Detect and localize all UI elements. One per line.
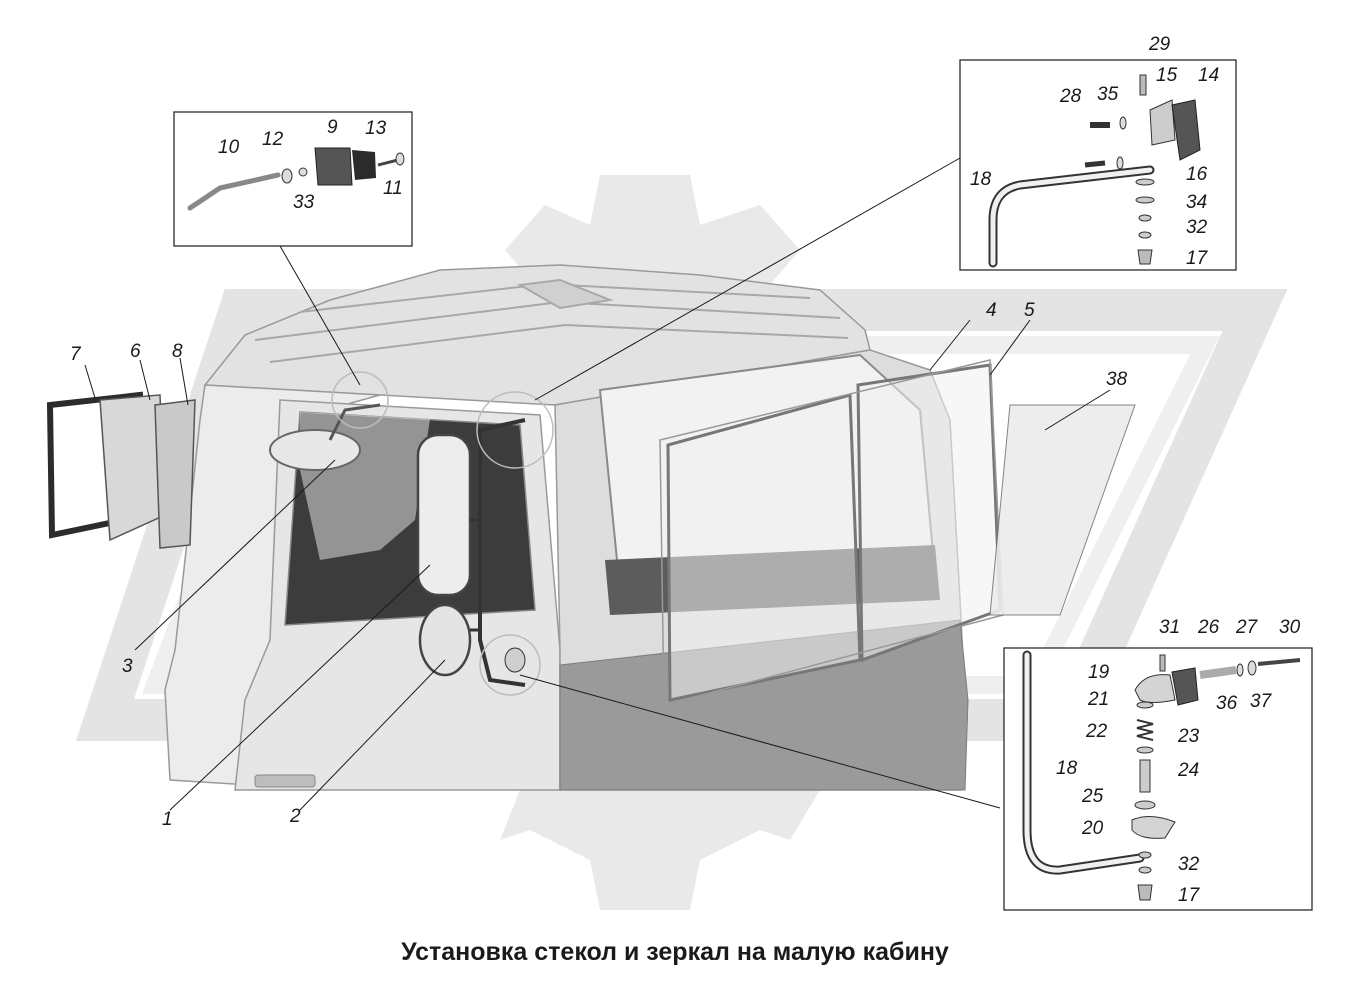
- spring-22: [1136, 719, 1154, 741]
- cab-roof: [203, 264, 871, 406]
- sleeve-27: [1199, 666, 1237, 679]
- callout-31: 31: [1159, 617, 1180, 638]
- callout-25: 25: [1081, 786, 1104, 807]
- bolt-16: [1084, 160, 1106, 168]
- mirror-arm-link: [470, 518, 482, 632]
- ring-21: [1136, 701, 1154, 709]
- inset-hinge-bar-frame: [173, 111, 413, 247]
- callout-23: 23: [1177, 726, 1200, 747]
- callout-13: 13: [365, 118, 387, 139]
- pin-31: [1159, 654, 1166, 672]
- callout-12: 12: [262, 129, 284, 150]
- callout-15: 15: [1156, 65, 1178, 86]
- hinge-plate-9: [314, 147, 353, 186]
- bracket-joint-lower: [504, 647, 526, 673]
- callout-21: 21: [1087, 689, 1109, 710]
- callout-7: 7: [70, 344, 82, 365]
- callout-20: 20: [1081, 818, 1104, 839]
- windshield-glass-right-5: [856, 363, 1002, 663]
- callout-34: 34: [1186, 192, 1207, 213]
- callout-36: 36: [1216, 693, 1238, 714]
- callout-11: 11: [383, 178, 403, 199]
- hinge-rod-10: [187, 172, 281, 211]
- callout-35: 35: [1097, 84, 1119, 105]
- callout-14: 14: [1198, 65, 1219, 86]
- detail-circle-upper-bracket: [476, 391, 554, 469]
- callout-4: 4: [986, 300, 997, 321]
- hinge-body-15: [1149, 99, 1176, 146]
- callout-26: 26: [1197, 617, 1220, 638]
- ring-25: [1134, 800, 1156, 810]
- pin-24: [1139, 759, 1151, 793]
- callout-2: 2: [289, 806, 301, 827]
- callout-32-lower: 32: [1178, 854, 1200, 875]
- windshield-glass-left: [666, 393, 862, 702]
- plate-26: [1171, 667, 1199, 706]
- callout-1: 1: [162, 809, 173, 830]
- inset-lower-bracket: [1003, 647, 1313, 911]
- washer-37: [1247, 660, 1257, 676]
- callout-3: 3: [122, 656, 133, 677]
- callout-6: 6: [130, 341, 141, 362]
- spacer-stack-32-lower: [1138, 851, 1152, 874]
- callout-labels: 1 2 3 4 5 6 7 8 38 10 12 9 13 33 11 29 1…: [70, 34, 1301, 906]
- callout-37: 37: [1250, 691, 1273, 712]
- bracket-plate-14: [1171, 99, 1201, 161]
- callout-27: 27: [1235, 617, 1259, 638]
- mirror-2: [418, 603, 472, 677]
- ring-23: [1136, 746, 1154, 754]
- washer-12: [281, 168, 293, 184]
- ball-cup-20: [1131, 816, 1176, 839]
- washer-35: [1119, 116, 1127, 130]
- mirror-3-arm: [328, 403, 381, 441]
- door-handle: [254, 774, 316, 788]
- callout-30: 30: [1279, 617, 1301, 638]
- hinge-plate-13: [352, 150, 376, 180]
- cap-17: [1137, 249, 1153, 265]
- callout-32-upper: 32: [1186, 217, 1208, 238]
- callout-17-lower: 17: [1178, 885, 1201, 906]
- callout-33: 33: [293, 192, 315, 213]
- washer-36: [1236, 663, 1244, 677]
- mirror-bracket: [478, 418, 526, 687]
- callout-18-upper: 18: [970, 169, 992, 190]
- detail-circle-hinge: [331, 371, 389, 429]
- callout-29: 29: [1148, 34, 1171, 55]
- washer-33: [298, 167, 308, 177]
- leader-lines: [84, 157, 1111, 811]
- inset-hinge-bar: [173, 111, 413, 247]
- callout-16: 16: [1186, 164, 1208, 185]
- callout-24: 24: [1177, 760, 1199, 781]
- callout-22: 22: [1085, 721, 1108, 742]
- mirror-3: [269, 429, 361, 471]
- callout-18-lower: 18: [1056, 758, 1078, 779]
- watermark-gear-bottom: [500, 790, 820, 910]
- diagram-caption: Установка стекол и зеркал на малую кабин…: [401, 938, 949, 966]
- side-window-frame-8: [154, 399, 196, 549]
- windshield-assembly: [659, 359, 1136, 706]
- callout-9: 9: [327, 117, 338, 138]
- seal-strip-38: [989, 404, 1136, 616]
- inset-upper-bracket: [959, 59, 1237, 271]
- callout-8: 8: [172, 341, 183, 362]
- cap-17-lower: [1137, 884, 1153, 901]
- detail-circle-lower-bracket: [479, 634, 541, 696]
- side-window-assembly: [46, 391, 196, 549]
- mirrors: [269, 371, 554, 696]
- bolt-11: [377, 158, 399, 167]
- callout-5: 5: [1024, 300, 1035, 321]
- pin-29: [1139, 74, 1147, 96]
- callout-19: 19: [1088, 662, 1110, 683]
- callout-17-upper: 17: [1186, 248, 1209, 269]
- callout-10: 10: [218, 137, 240, 158]
- callout-28: 28: [1059, 86, 1082, 107]
- mirror-1: [416, 433, 472, 597]
- callout-38: 38: [1106, 369, 1128, 390]
- bolt-30: [1257, 658, 1301, 666]
- spacer-stack-34-32: [1135, 178, 1155, 239]
